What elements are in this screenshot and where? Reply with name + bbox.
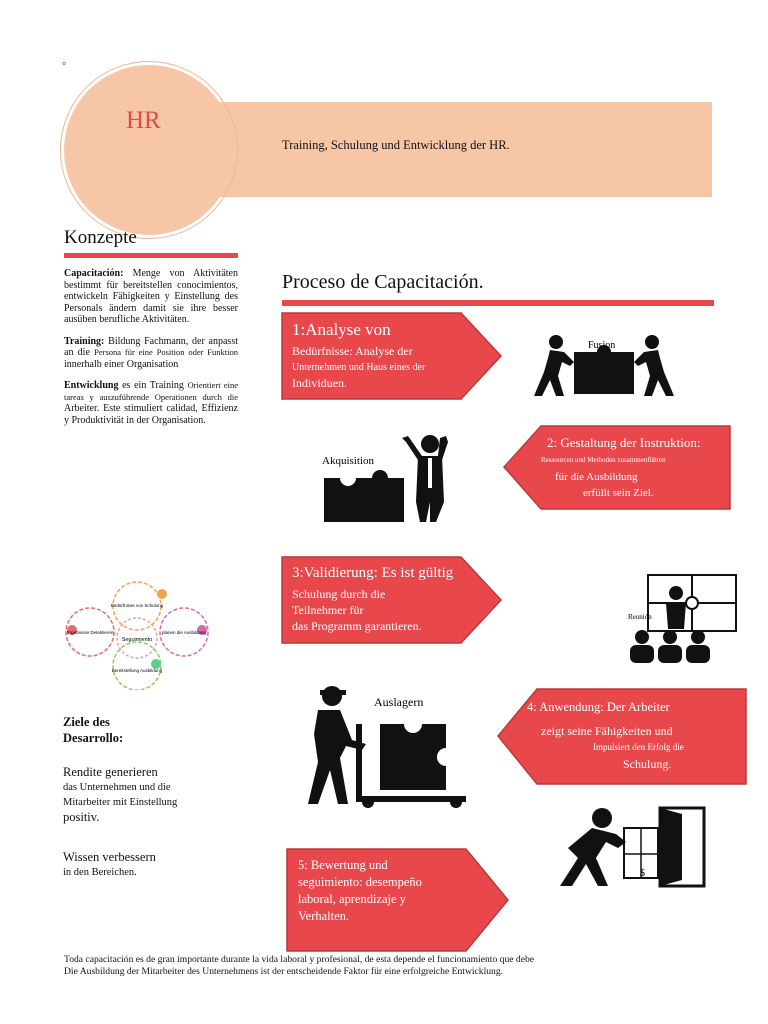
header-circle xyxy=(64,65,234,235)
training-cycle-diagram: Seguimiento Bedürfnisse von Schulung Erg… xyxy=(65,581,209,690)
step3-arrow: 3:Validierung: Es ist gültig Schulung du… xyxy=(281,556,503,644)
step4-arrow: 4: Anwendung: Der Arbeiter zeigt seine F… xyxy=(497,688,747,785)
step3-line1: Schulung durch die xyxy=(292,587,386,601)
step5-arrow: 5: Bewertung und seguimiento: desempeño … xyxy=(286,848,510,952)
step1-line3: Individuen. xyxy=(292,376,347,390)
header-circle-ring xyxy=(60,61,238,239)
definitions-block: Capacitación: Menge von Aktivitäten best… xyxy=(64,268,238,436)
reunion-illustration: Reunión xyxy=(628,574,737,663)
step2-line1: Ressourcen und Methoden zusammenführen xyxy=(541,456,666,464)
step3-title: 3:Validierung: Es ist gültig xyxy=(292,565,454,581)
step4-line3: Schulung. xyxy=(623,757,672,771)
auslagern-illustration: Auslagern xyxy=(308,686,466,808)
term-entwicklung: Entwicklung xyxy=(64,380,119,391)
hr-label: HR xyxy=(126,107,161,134)
step1-arrow: 1:Analyse von Bedürfnisse: Analyse der U… xyxy=(281,312,503,400)
text-training-c: innerhalb einer Organisation xyxy=(64,358,179,370)
term-capacitacion: Capacitación: xyxy=(64,268,124,279)
ziele-heading-line1: Ziele des xyxy=(63,715,110,729)
goal1-line2: das Unternehmen und die xyxy=(63,782,171,793)
cycle-top-label: Bedürfnisse von Schulung xyxy=(111,603,164,608)
text-entwicklung-c: Arbeiter. Este stimuliert calidad, Effiz… xyxy=(64,403,238,426)
bullet-mark: ◦ xyxy=(62,56,67,70)
konzepte-heading: Konzepte xyxy=(64,227,137,248)
step3-line3: das Programm garantieren. xyxy=(292,619,422,633)
goal1-line3: Mitarbeiter mit Einstellung xyxy=(63,797,178,808)
auslagern-label: Auslagern xyxy=(374,695,423,709)
text-training-a: Bildung Fachmann, der anpasst an die xyxy=(64,335,238,359)
door-puzzle-illustration: $ xyxy=(560,806,706,888)
cycle-bottom-label: Bereitstellung Ausbildung xyxy=(112,668,163,673)
goal1-line4: positiv. xyxy=(63,810,100,824)
text-capacitacion: Menge von Aktivitäten bestimmt für berei… xyxy=(64,268,238,325)
ziele-heading-line2: Desarrollo: xyxy=(63,731,124,745)
footer-text: Toda capacitación es de gran importante … xyxy=(64,954,704,978)
text-training-b: Persona für eine Position oder Funktion xyxy=(94,347,239,357)
step5-line1: 5: Bewertung und xyxy=(298,858,388,872)
step4-line1: zeigt seine Fähigkeiten und xyxy=(541,724,673,738)
step4-title: 4: Anwendung: Der Arbeiter xyxy=(527,700,670,714)
banner-title: Training, Schulung und Entwicklung der H… xyxy=(282,138,510,152)
goal1-line1: Rendite generieren xyxy=(63,765,158,779)
step2-arrow: 2: Gestaltung der Instruktion: Ressource… xyxy=(503,425,731,510)
cycle-right-label: planen die Ausbildung xyxy=(162,630,207,635)
step1-line1: Bedürfnisse: Analyse der xyxy=(292,344,413,358)
cycle-center-label: Seguimiento xyxy=(122,637,153,643)
definition-training: Training: Bildung Fachmann, der anpasst … xyxy=(64,336,238,371)
step2-line3: erfüllt sein Ziel. xyxy=(583,487,654,499)
footer-line1: Toda capacitación es de gran importante … xyxy=(64,954,535,965)
definition-entwicklung: Entwicklung es ein Training Orientiert e… xyxy=(64,380,238,426)
akquisition-label: Akquisition xyxy=(322,455,374,467)
fusion-label: Fusion xyxy=(588,340,615,351)
text-entwicklung-b: Orientiert eine tareas y auszuführende O… xyxy=(64,380,239,402)
fusion-illustration: Fusion xyxy=(534,335,674,396)
ziele-heading: Ziele des Desarrollo: xyxy=(63,714,123,746)
cycle-left-label: Ergebnisse Detektieren xyxy=(67,630,114,635)
step1-line2: Unternehmen und Haus eines der xyxy=(292,362,426,373)
proceso-underline xyxy=(282,300,714,306)
step5-line2: seguimiento: desempeño xyxy=(298,875,422,889)
definition-capacitacion: Capacitación: Menge von Aktivitäten best… xyxy=(64,268,238,326)
step2-title: 2: Gestaltung der Instruktion: xyxy=(547,435,701,450)
step1-title: 1:Analyse von xyxy=(292,320,391,339)
goal2-line2: in den Bereichen. xyxy=(63,867,137,878)
akquisition-illustration: Akquisition xyxy=(322,435,448,522)
goal-wissen: Wissen verbessern in den Bereichen. xyxy=(63,850,156,880)
footer-line2: Die Ausbildung der Mitarbeiter des Unter… xyxy=(64,966,504,977)
dollar-sign: $ xyxy=(640,868,645,879)
reunion-label: Reunión xyxy=(628,613,652,621)
goal2-line1: Wissen verbessern xyxy=(63,850,156,864)
step5-line3: laboral, aprendizaje y xyxy=(298,892,406,906)
step2-line2: für die Ausbildung xyxy=(555,471,638,483)
term-training: Training: xyxy=(64,335,105,347)
step4-line2: Impulsiert den Erfolg die xyxy=(593,742,684,752)
proceso-heading: Proceso de Capacitación. xyxy=(282,271,484,293)
text-entwicklung-a: es ein Training xyxy=(118,380,188,391)
step3-line2: Teilnehmer für xyxy=(292,603,364,617)
goal-rendite: Rendite generieren das Unternehmen und d… xyxy=(63,765,177,825)
konzepte-underline xyxy=(64,253,238,258)
step5-line4: Verhalten. xyxy=(298,909,350,923)
